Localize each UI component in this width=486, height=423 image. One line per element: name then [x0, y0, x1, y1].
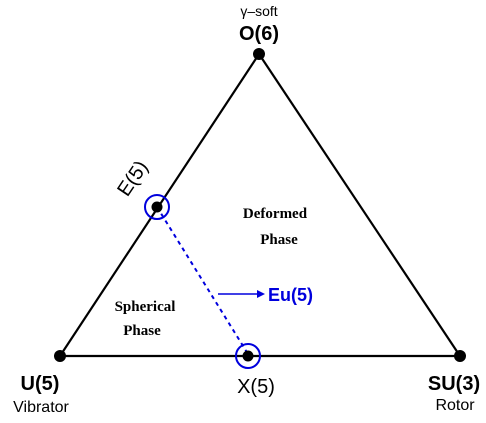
eu5-label: Eu(5)	[268, 285, 313, 305]
deformed-phase-line2: Phase	[260, 232, 298, 248]
vertex-u5-label: U(5)	[21, 373, 60, 395]
e5-dot	[151, 201, 163, 213]
x5-label: X(5)	[237, 376, 275, 398]
vertex-o6-sublabel: γ–soft	[240, 3, 277, 19]
spherical-phase-line2: Phase	[123, 323, 161, 339]
vertex-su3-sublabel: Rotor	[435, 397, 475, 414]
vertex-su3-label: SU(3)	[428, 373, 480, 395]
x5-dot	[242, 350, 254, 362]
phase-transition-line	[156, 206, 249, 355]
deformed-phase-line1: Deformed	[243, 206, 308, 222]
vertex-u5-dot	[54, 350, 66, 362]
e5-ring	[144, 194, 170, 220]
vertex-u5-sublabel: Vibrator	[13, 399, 69, 416]
e5-label: E(5)	[113, 157, 152, 201]
vertex-su3-dot	[454, 350, 466, 362]
edge-right	[258, 53, 461, 357]
vertex-o6-label: O(6)	[239, 23, 279, 45]
eu5-arrow-head	[257, 290, 265, 298]
spherical-phase-line1: Spherical	[115, 299, 176, 315]
x5-ring	[235, 343, 261, 369]
vertex-o6-dot	[253, 48, 265, 60]
